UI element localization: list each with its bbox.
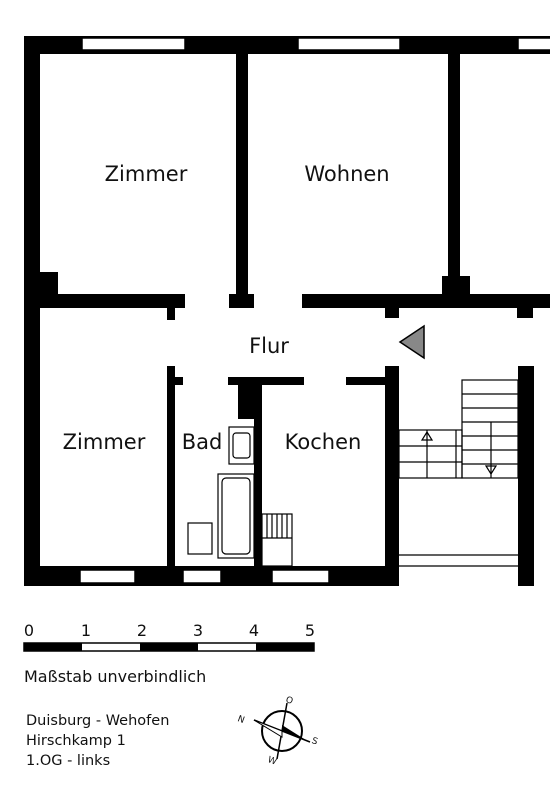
compass-west: W xyxy=(266,755,278,767)
address-city: Duisburg - Wehofen xyxy=(26,713,170,729)
fixtures xyxy=(187,426,293,567)
compass-north: N xyxy=(236,714,246,726)
room-label-flur: Flur xyxy=(249,334,289,358)
stair-up-arrow-icon xyxy=(420,430,434,441)
room-label-kochen: Kochen xyxy=(285,430,362,454)
interior-walls xyxy=(24,54,550,566)
window-bottom-1 xyxy=(79,569,136,584)
scale-tick-3: 3 xyxy=(193,621,203,640)
room-label-bad: Bad xyxy=(182,430,223,454)
window-bottom-3 xyxy=(271,569,330,584)
stairwell xyxy=(398,379,519,567)
address-floor: 1.OG - links xyxy=(26,753,111,769)
scale-bar: 0 1 2 3 4 5 xyxy=(23,621,315,652)
scale-tick-2: 2 xyxy=(137,621,147,640)
window-bottom-2 xyxy=(182,569,222,584)
windows xyxy=(79,37,550,584)
scale-note: Maßstab unverbindlich xyxy=(24,667,207,686)
stair-down-arrow-icon xyxy=(484,465,498,476)
toilet-icon xyxy=(187,522,213,555)
scale-tick-4: 4 xyxy=(249,621,259,640)
compass-east: O xyxy=(284,695,294,707)
room-label-zimmer-top: Zimmer xyxy=(105,162,188,186)
room-label-wohnen: Wohnen xyxy=(304,162,389,186)
bathtub-basin xyxy=(221,477,251,555)
address-street: Hirschkamp 1 xyxy=(26,733,126,749)
window-top-2 xyxy=(297,37,401,51)
window-top-1 xyxy=(81,37,186,51)
scale-tick-1: 1 xyxy=(81,621,91,640)
scale-tick-5: 5 xyxy=(305,621,315,640)
exterior-walls xyxy=(24,36,550,586)
scale-tick-0: 0 xyxy=(24,621,34,640)
room-label-zimmer-bottom: Zimmer xyxy=(63,430,146,454)
compass-icon: N O S W xyxy=(236,695,319,767)
compass-south: S xyxy=(310,736,319,747)
entrance-arrow-icon xyxy=(398,324,425,360)
window-top-3 xyxy=(517,37,550,51)
sink-basin xyxy=(232,432,251,459)
